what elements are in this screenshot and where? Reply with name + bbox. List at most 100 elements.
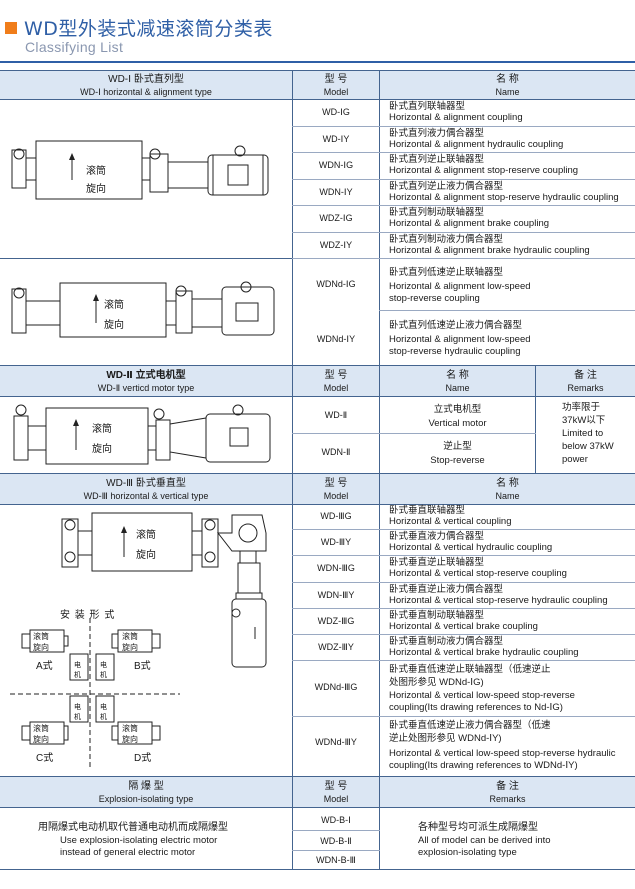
divider [535,365,536,473]
section3-name-header: 名 称 [496,478,519,489]
name-en: Horizontal & alignment brake coupling [389,218,550,229]
model-code: WD-B-Ⅱ [320,836,352,846]
drum-label-1: 滚筒 [92,424,112,435]
model-code: WDN-ⅠY [319,186,353,197]
name-cn: 卧式直列低速逆止联轴器型 [389,267,504,278]
install-forms-diagram [10,618,180,768]
section3-model-header: 型 号 [324,478,348,489]
section4-remark-en: All of model can be derived into [418,835,551,846]
name-cn: 卧式直列液力偶合器型 [389,127,485,139]
install-label-d: D式 [134,753,152,764]
drawing-motor [69,653,89,681]
divider [292,607,635,609]
title-marker [5,22,17,34]
section3-name-header-en: Name [495,491,520,501]
divider [292,433,536,434]
drum-label-2: 旋向 [33,643,49,652]
section4-remark-cn: 各种型号均可派生成隔爆型 [418,822,538,833]
divider [292,258,635,259]
model-code: WDZ-ⅠY [319,239,353,250]
model-code: WDNd-ⅠY [316,334,356,344]
drawing-right-angle-gearbox [216,514,267,552]
name-en: Horizontal & alignment hydraulic couplin… [389,138,564,150]
section2-model-header-en: Model [323,383,349,393]
drum-label-1: 滚筒 [104,300,124,311]
model-code: WDN-ⅢY [317,589,355,600]
name-en: Horizontal & vertical low-speed stop-rev… [389,690,575,701]
remark-line: power [562,454,588,465]
motor-label: 电机 [100,704,107,721]
header-rule [0,61,635,63]
drawing-coupling [167,161,209,189]
name-cn: 卧式直列联轴器型 [389,101,466,112]
drawing-motor [231,598,267,668]
section4-remarks-header-en: Remarks [489,794,526,804]
divider [292,125,635,127]
divider [292,581,635,583]
install-label-c: C式 [36,753,54,764]
drum-label-1: 滚筒 [136,530,156,541]
motor-label: 电机 [74,662,81,679]
name-en: Stop-reverse [430,455,485,466]
drawing-drum [45,407,149,465]
divider [379,70,380,365]
name-cn: 立式电机型 [433,404,482,415]
section1-name-header: 名 称 [496,74,519,85]
drawing-motor [95,653,115,681]
model-code: WD-ⅢG [320,511,352,521]
name-cn: 逆止型 [443,441,472,452]
drawing-drum [91,512,193,572]
divider [292,634,635,635]
drawing-motor [95,695,115,723]
name-en: stop-reverse hydraulic coupling [389,346,521,357]
model-code: WDZ-ⅢY [318,642,354,652]
name-en: Horizontal & alignment coupling [389,112,523,123]
name-en: coupling(Its drawing references to Nd-ⅠG… [389,702,563,713]
section4-desc-en: Use explosion-isolating electric motor [60,835,218,846]
drawing-motor [69,695,89,723]
section4-remark-en: explosion-isolating type [418,847,517,858]
section1-drawing-2 [11,281,275,338]
drawing-gearbox [169,417,207,459]
name-cn: 逆止处图形参见 WDNd-ⅠY) [389,733,502,744]
drawing-bearing [201,518,219,568]
drum-label-2: 旋向 [33,735,49,744]
section1-name-header-en: Name [495,87,520,97]
remark-line: below 37kW [562,441,614,452]
model-code: WD-ⅠG [322,107,350,117]
divider [292,70,293,365]
section3-header [0,473,635,505]
name-en: Horizontal & vertical stop-reserve coupl… [389,568,567,580]
divider [379,365,380,473]
section2-name-header: 名 称 [446,370,469,381]
page-subtitle: Classifying List [25,39,124,55]
name-cn: 卧式直列逆止液力偶合器型 [389,180,504,192]
section3-drawing [61,512,267,668]
drawing-reducer [155,419,171,461]
model-code: WD-ⅠY [322,133,350,144]
section3-model-header-en: Model [323,491,349,501]
divider [292,473,293,776]
name-cn: 卧式垂直逆止液力偶合器型 [389,583,504,595]
model-code: WDN-B-Ⅲ [316,855,356,865]
name-en: Horizontal & vertical hydraulic coupling [389,542,553,554]
drum-label-1: 滚筒 [122,632,138,641]
section2-model-header: 型 号 [324,370,348,381]
drum-label-2: 旋向 [122,735,138,744]
model-code: WDN-ⅢG [317,563,355,574]
remark-line: 功率限于 [562,402,601,413]
name-en: Horizontal & vertical brake hydraulic co… [389,647,579,658]
drum-label-2: 旋向 [104,320,124,331]
section1-drawing-1 [11,140,269,200]
drawing-motor [205,413,271,463]
model-code: WD-ⅢY [320,537,352,548]
drawing-bearing [11,288,27,334]
name-en: Horizontal & vertical stop-reserve hydra… [389,594,608,606]
name-cn: 卧式直列低速逆止液力偶合器型 [389,320,523,331]
section4-remarks-header: 备 注 [496,781,519,792]
name-en: Horizontal & alignment stop-reserve coup… [389,165,579,176]
model-code: WD-Ⅱ [324,410,348,420]
drum-label-1: 滚筒 [33,724,49,733]
model-code: WDN-Ⅱ [321,447,351,457]
drawing-bearing [13,415,29,461]
